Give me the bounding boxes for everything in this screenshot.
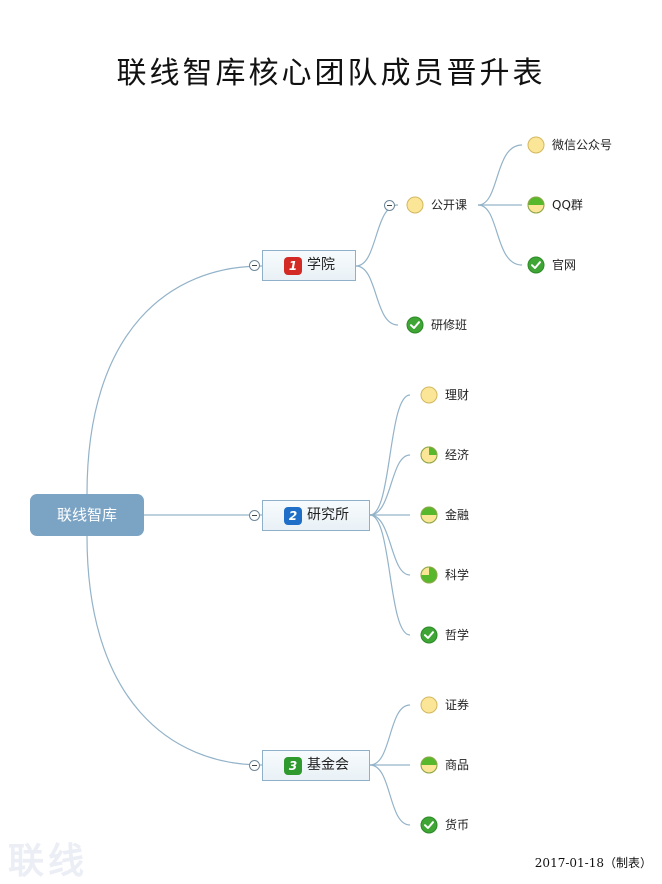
- collapse-toggle-foundation[interactable]: [249, 760, 260, 771]
- leaf-label: 货币: [445, 818, 470, 832]
- branch-foundation[interactable]: 3 基金会: [262, 750, 370, 781]
- priority-1-icon: 1: [284, 257, 302, 275]
- branch-institute[interactable]: 2 研究所: [262, 500, 370, 531]
- task-progress-icon: [420, 696, 438, 714]
- watermark-logo: 联线: [8, 840, 89, 882]
- task-progress-icon: [420, 816, 438, 834]
- task-progress-icon: [527, 196, 545, 214]
- leaf-label: 证券: [445, 698, 470, 712]
- leaf-label: QQ群: [552, 198, 583, 212]
- task-progress-icon: [420, 566, 438, 584]
- leaf-label: 公开课: [431, 198, 468, 212]
- task-progress-icon: [420, 446, 438, 464]
- leaf-label: 微信公众号: [552, 138, 613, 152]
- leaf-label: 金融: [445, 508, 470, 522]
- task-progress-icon: [527, 136, 545, 154]
- task-progress-icon: [420, 756, 438, 774]
- task-progress-icon: [406, 196, 424, 214]
- branch-institute-label: 研究所: [307, 507, 349, 523]
- collapse-toggle-academy[interactable]: [249, 260, 260, 271]
- collapse-toggle-open-course[interactable]: [384, 200, 395, 211]
- footer-date: 2017-01-18（制表）: [534, 856, 652, 870]
- root-node[interactable]: 联线智库: [30, 494, 144, 536]
- leaf-label: 科学: [445, 568, 470, 582]
- leaf-label: 理财: [445, 388, 470, 402]
- task-progress-icon: [420, 626, 438, 644]
- task-progress-icon: [420, 386, 438, 404]
- branch-foundation-label: 基金会: [307, 757, 349, 773]
- leaf-label: 经济: [445, 448, 470, 462]
- leaf-label: 官网: [552, 258, 577, 272]
- leaf-label: 哲学: [445, 628, 470, 642]
- task-progress-icon: [406, 316, 424, 334]
- collapse-toggle-institute[interactable]: [249, 510, 260, 521]
- priority-3-icon: 3: [284, 757, 302, 775]
- leaf-label: 商品: [445, 758, 470, 772]
- leaf-label: 研修班: [431, 318, 468, 332]
- branch-academy[interactable]: 1 学院: [262, 250, 356, 281]
- task-progress-icon: [527, 256, 545, 274]
- branch-academy-label: 学院: [307, 257, 335, 273]
- task-progress-icon: [420, 506, 438, 524]
- page-title: 联线智库核心团队成员晋升表: [116, 56, 546, 91]
- priority-2-icon: 2: [284, 507, 302, 525]
